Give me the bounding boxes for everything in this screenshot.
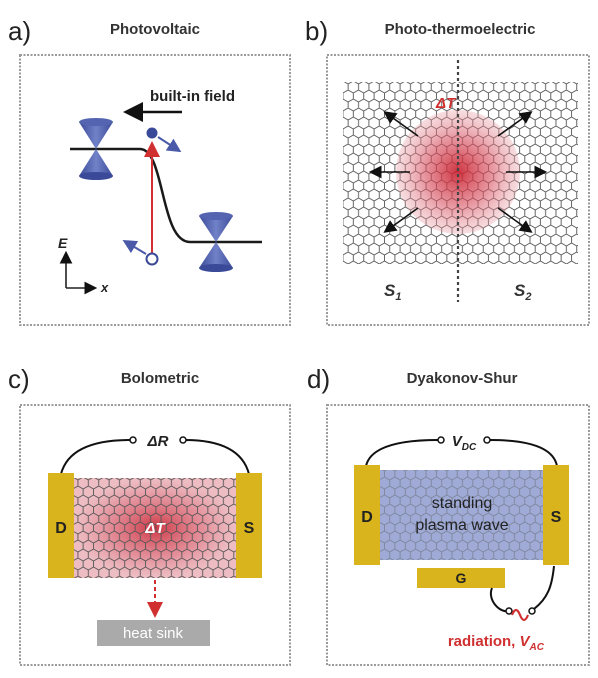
panel-a-title: Photovoltaic (110, 21, 200, 38)
drain-electrode-d (354, 465, 380, 565)
source-electrode-d (543, 465, 569, 565)
seebeck-s1-label: S1 (384, 281, 401, 303)
gate-electrode (417, 568, 505, 588)
axis-x-label: x (100, 280, 109, 295)
heat-sink-block (97, 620, 210, 646)
source-electrode (236, 473, 262, 578)
gate-label: G (456, 570, 467, 586)
plasma-lattice (380, 470, 543, 560)
channel-lattice (74, 478, 236, 578)
hole-drift-arrow (122, 239, 147, 255)
vdc-label: VDC (452, 433, 477, 453)
wave-line1: standing (432, 495, 493, 512)
panel-b-title: Photo-thermoelectric (385, 21, 536, 38)
electron-drift-arrow (157, 136, 182, 153)
heat-sink-label: heat sink (123, 625, 184, 642)
panel-a-frame (19, 54, 291, 326)
hole-icon (145, 252, 159, 266)
vdc-terminal-right (483, 436, 491, 444)
dirac-cone-left-icon (79, 118, 113, 180)
drain-electrode (48, 473, 74, 578)
radiation-label: radiation, VAC (448, 633, 545, 653)
hot-spot (396, 110, 520, 234)
source-label-d: S (551, 509, 562, 526)
panel-c-title: Bolometric (121, 370, 199, 387)
delta-t-label: ΔT (435, 95, 457, 112)
panel-b: b) Photo-thermoelectric ΔT S1 S2 (305, 16, 590, 326)
terminal-right (179, 436, 187, 444)
panel-b-label: b) (305, 16, 328, 46)
electron-icon (146, 127, 158, 139)
built-in-field-label: built-in field (150, 88, 235, 105)
panel-a: a) Photovoltaic built-in field (8, 16, 291, 326)
vdc-wire-right (489, 439, 558, 467)
axis-e-label: E (58, 235, 68, 251)
heat-flow-arrows (368, 111, 548, 233)
seebeck-s2-label: S2 (514, 281, 531, 303)
ac-terminal-left (505, 607, 513, 615)
ac-source-icon (510, 608, 530, 622)
panel-c-label: c) (8, 364, 30, 394)
vdc-terminal-left (437, 436, 445, 444)
panel-a-label: a) (8, 16, 31, 46)
dirac-cone-right-icon (199, 212, 233, 272)
wave-line2: plasma wave (415, 517, 508, 534)
wire-right (184, 439, 250, 475)
delta-t-label-c: ΔT (144, 520, 166, 537)
panel-d-label: d) (307, 364, 330, 394)
ac-terminal-right (528, 607, 536, 615)
terminal-left (129, 436, 137, 444)
wire-left (60, 439, 131, 475)
drain-label: D (55, 520, 67, 537)
vdc-wire-left (365, 439, 439, 467)
panel-d-title: Dyakonov-Shur (407, 370, 518, 387)
panel-d: d) Dyakonov-Shur VDC D S standing plasma… (307, 364, 590, 666)
panel-c: c) Bolometric ΔR D S ΔT heat sink (8, 364, 291, 666)
drain-label-d: D (361, 509, 373, 526)
delta-r-label: ΔR (147, 433, 169, 450)
source-label: S (244, 520, 255, 537)
source-wire (533, 565, 555, 610)
